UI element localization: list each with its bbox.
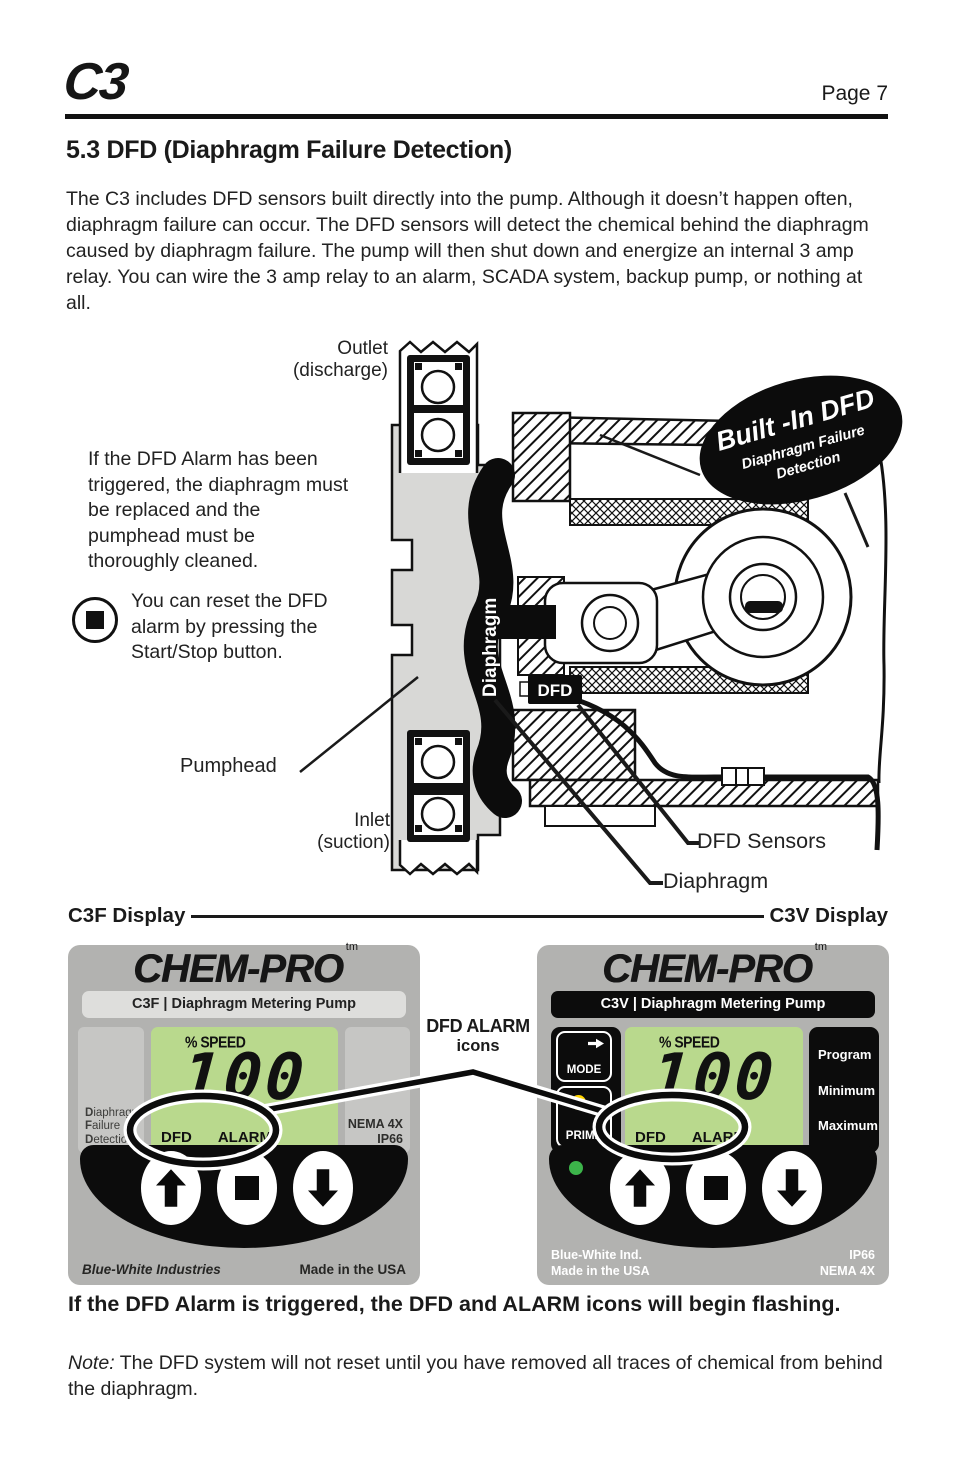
diaphragm-rod [498,605,556,639]
inlet-tube [398,840,479,876]
speed-label: % SPEED [659,1033,720,1051]
speed-value: 100 [179,1041,310,1115]
manufacturer-label: Blue-White Industries [82,1262,221,1277]
menu-item-program: Program [818,1047,872,1063]
up-arrow-icon [156,1169,186,1207]
section-title: 5.3 DFD (Diaphragm Failure Detection) [66,136,512,164]
dfd-alarm-icons-callout: DFD ALARM icons [426,1016,530,1055]
diaphragm-shape [463,458,522,818]
made-in-usa-label: Made in the USA [299,1262,406,1277]
bottom-band [528,778,880,808]
c3-logo: C3 [60,53,130,111]
speed-label: % SPEED [185,1033,246,1051]
up-arrow-button [141,1151,201,1225]
down-arrow-icon [777,1169,807,1207]
c3v-model-bar: C3V | Diaphragm Metering Pump [551,991,875,1018]
prime-button: PRIME [556,1086,612,1148]
alarm-lcd-icon: ALARM [217,1129,272,1146]
note-text: The DFD system will not reset until you … [68,1352,883,1400]
housing-right-edge [876,444,888,784]
c3v-display-heading: C3V Display [769,904,889,927]
start-stop-button-icon [72,597,118,643]
crosshead-pin-inner [593,606,627,640]
diaphragm-vertical-label: Diaphragm [480,598,501,697]
display-headings: C3F Display C3V Display [68,904,888,928]
dfd-cable [559,692,881,851]
chem-pro-logo: CHEM-PROtm [601,940,827,991]
c3v-menu-box: Program Minimum Maximum [809,1027,879,1153]
arrow-right-icon [588,1038,604,1049]
shaft-key [745,601,783,613]
dfd-sensor-box-label: DFD [538,681,573,700]
diaphragm-leader [493,698,663,885]
header-rule [65,114,888,119]
rating-label: IP66 NEMA 4X [819,1248,875,1278]
dfd-alarm-note: If the DFD Alarm has been triggered, the… [88,448,349,572]
pump-cross-section-diagram: Diaphragm DFD Built -In DFD Diaphragm Fa… [299,340,903,885]
dfd-lcd-icon: DFD [161,1129,192,1146]
dfd-sensor-box [528,675,582,704]
c3f-panel-footer: Blue-White Industries Made in the USA [82,1262,406,1277]
dfd-sensor-tab [519,681,530,697]
menu-item-maximum: Maximum [818,1117,878,1133]
mode-button: MODE [556,1031,612,1082]
speed-value: 100 [649,1041,779,1115]
built-in-dfd-badge: Built -In DFD Diaphragm Failure Detectio… [699,375,903,505]
reset-warning-note: Note: The DFD system will not reset unti… [68,1350,892,1402]
alarm-lcd-icon: ALARM [691,1129,746,1146]
c3f-display-panel: CHEM-PROtm C3F | Diaphragm Metering Pump… [68,940,420,1285]
start-stop-button [686,1151,746,1225]
inlet-label: Inlet (suction) [317,810,390,853]
page-number: Page 7 [821,82,888,105]
c3v-panel-footer: Blue-White Ind. Made in the USA IP66 NEM… [551,1248,875,1279]
dfd-words: Diaphragm Failure Detection [85,1106,142,1146]
badge-leader-right [843,492,870,548]
manufacturer-label: Blue-White Ind. Made in the USA [551,1248,650,1278]
outlet-label: Outlet (discharge) [292,338,388,381]
badge-leader-left [599,433,701,477]
flashing-warning-text: If the DFD Alarm is triggered, the DFD a… [68,1292,841,1316]
power-led-icon [569,1161,583,1175]
chem-pro-logo: CHEM-PROtm [132,940,358,991]
up-arrow-icon [625,1169,655,1207]
diaphragm-label: Diaphragm [663,869,769,893]
c3v-left-button-strip: MODE PRIME [551,1027,621,1153]
down-arrow-button [762,1151,822,1225]
intro-paragraph: The C3 includes DFD sensors built direct… [66,188,869,314]
dfd-lcd-icon: DFD [635,1129,666,1146]
menu-item-minimum: Minimum [818,1082,876,1098]
pumphead-leader [299,676,419,773]
pumphead-label: Pumphead [180,755,277,777]
dfd-sensors-leader [576,703,700,845]
heading-divider-line [191,915,764,918]
c3v-lcd-screen: % SPEED 100 DFD ALARM [625,1027,803,1153]
c3f-keypad [80,1145,408,1248]
cable-connector [721,767,765,786]
c3f-left-inset: Diaphragm Failure Detection [78,1027,144,1153]
c3f-model-bar: C3F | Diaphragm Metering Pump [82,991,406,1018]
up-arrow-button [610,1151,670,1225]
c3f-lcd-screen: % SPEED 100 DFD ALARM [151,1027,338,1153]
c3f-display-heading: C3F Display [68,904,186,927]
c3v-keypad [549,1145,877,1248]
prime-led-icon [571,1095,586,1110]
housing-top-block [511,411,572,503]
dfd-sensors-label: DFD Sensors [697,829,827,853]
down-arrow-icon [308,1169,338,1207]
c3v-display-panel: CHEM-PROtm C3V | Diaphragm Metering Pump… [537,940,889,1285]
nema-rating: NEMA 4X IP66 [347,1117,403,1146]
start-stop-button [217,1151,277,1225]
down-arrow-button [293,1151,353,1225]
note-label: Note: [68,1352,115,1374]
reset-note: You can reset the DFD alarm by pressing … [131,590,328,663]
